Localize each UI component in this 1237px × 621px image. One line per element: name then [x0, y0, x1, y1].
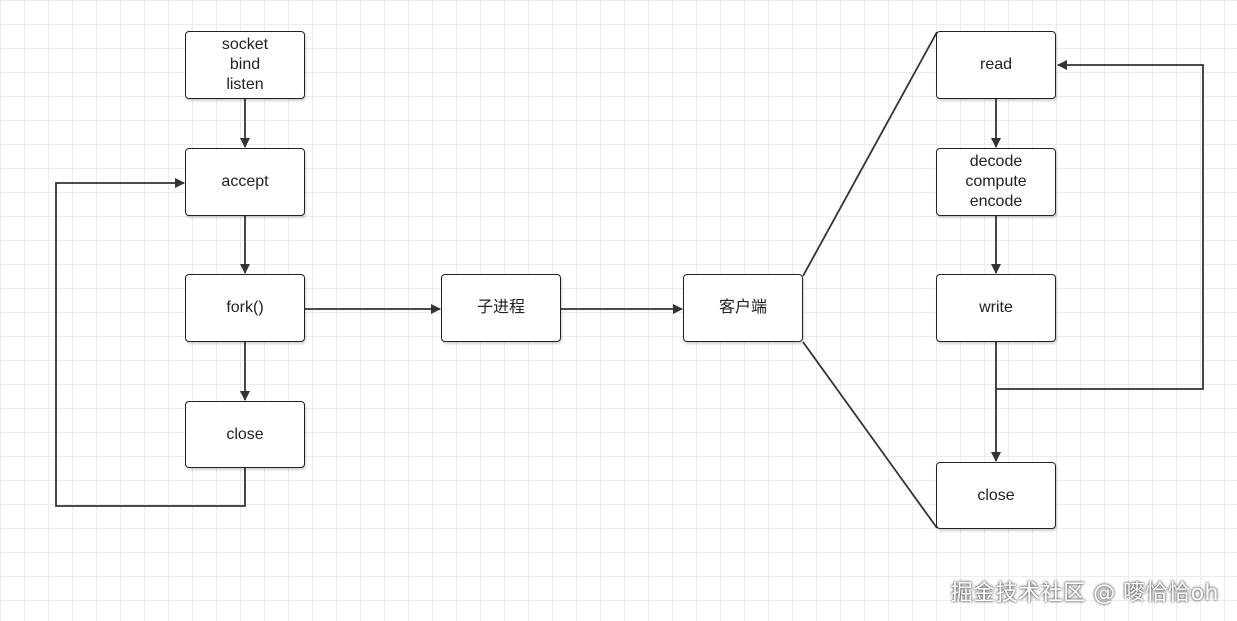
node-label-bind: bind — [229, 56, 261, 73]
line-client-to-close — [802, 341, 938, 529]
node-write: write — [936, 274, 1056, 342]
node-close-left: close — [185, 401, 305, 468]
node-accept: accept — [185, 148, 305, 216]
node-label-decode: decode — [969, 153, 1023, 170]
node-label-fork: fork() — [226, 299, 264, 316]
node-label-write: write — [979, 299, 1013, 316]
node-label-child-process: 子进程 — [476, 299, 525, 316]
node-label-compute: compute — [965, 173, 1027, 190]
node-label-client: 客户端 — [718, 299, 767, 316]
node-read: read — [936, 31, 1056, 99]
node-client: 客户端 — [683, 274, 803, 342]
node-label-encode: encode — [969, 193, 1023, 210]
node-decode-compute-encode: decode compute encode — [936, 148, 1056, 216]
line-client-to-read — [802, 31, 938, 277]
node-fork: fork() — [185, 274, 305, 342]
node-label-read: read — [979, 56, 1013, 73]
node-label-socket: socket — [221, 36, 269, 53]
watermark: 掘金技术社区 @ 嘜恰恰oh — [950, 581, 1219, 606]
arrow-close-loop-to-accept — [55, 178, 246, 507]
node-label-close-left: close — [226, 425, 264, 443]
node-label-accept: accept — [221, 173, 269, 190]
node-child-process: 子进程 — [441, 274, 561, 342]
node-label-listen: listen — [226, 76, 264, 93]
node-socket-bind-listen: socket bind listen — [185, 31, 305, 99]
node-close-right: close — [936, 462, 1056, 529]
arrow-write-loop-to-read — [996, 60, 1204, 390]
node-label-close-right: close — [977, 486, 1015, 504]
